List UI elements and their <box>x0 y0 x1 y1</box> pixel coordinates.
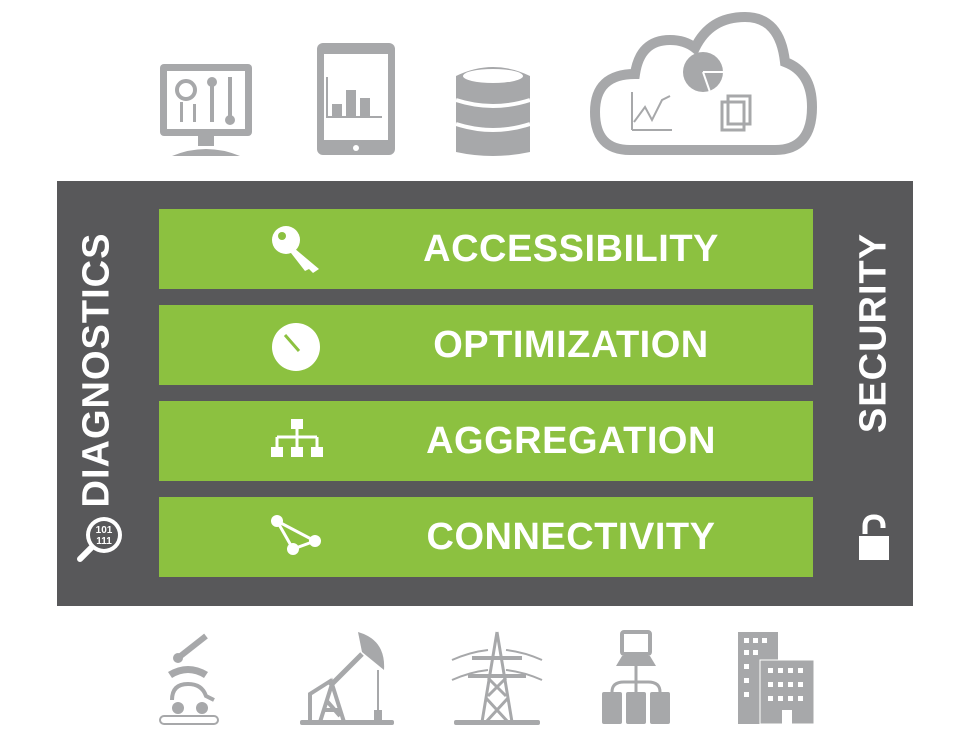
key-icon <box>272 226 319 273</box>
database-icon <box>455 67 531 156</box>
network-icon <box>271 515 321 555</box>
layer-label: OPTIMIZATION <box>433 324 709 366</box>
padlock-icon <box>859 514 889 560</box>
hierarchy-icon <box>271 419 323 457</box>
layer-aggregation: AGGREGATION <box>159 401 813 481</box>
magnifier-binary-icon: 101 111 <box>77 517 122 562</box>
robotic-assembly-icon <box>159 633 219 725</box>
oil-pump-icon <box>300 632 394 725</box>
server-network-icon <box>602 630 670 724</box>
layer-connectivity: CONNECTIVITY <box>159 497 813 577</box>
svg-text:101: 101 <box>96 525 113 536</box>
monitor-dashboard-icon <box>160 64 252 156</box>
layer-label: ACCESSIBILITY <box>423 228 719 270</box>
power-tower-icon <box>451 631 543 725</box>
layer-accessibility: ACCESSIBILITY <box>159 209 813 289</box>
office-buildings-icon <box>738 632 814 725</box>
layer-optimization: OPTIMIZATION <box>159 305 813 385</box>
tablet-chart-icon <box>317 43 395 155</box>
diagnostics-label: DIAGNOSTICS <box>75 232 118 508</box>
layer-label: AGGREGATION <box>426 420 716 462</box>
cloud-analytics-icon <box>590 12 818 155</box>
security-label: SECURITY <box>852 232 895 434</box>
gauge-icon <box>272 323 320 371</box>
layer-label: CONNECTIVITY <box>426 516 716 558</box>
svg-text:111: 111 <box>96 536 112 547</box>
